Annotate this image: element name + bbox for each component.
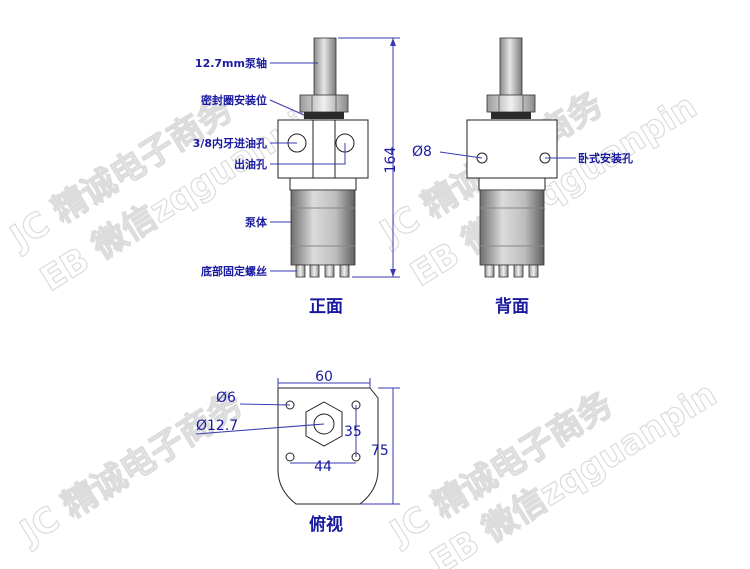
callout-body: 泵体: [245, 215, 268, 229]
back-nut: [486, 94, 536, 113]
callout-inlet: 3/8内牙进油孔: [193, 136, 267, 150]
callout-shaft: 12.7mm泵轴: [195, 56, 267, 70]
dim-depth-75: 75: [371, 443, 389, 459]
dim-hole-dia: Ø6: [216, 390, 236, 406]
dim-pitch-horizontal: 44: [314, 459, 332, 475]
front-pump-body: [290, 189, 356, 266]
top-caption: 俯视: [309, 514, 343, 535]
dim-back-hole: Ø8: [412, 144, 432, 160]
back-caption: 背面: [495, 296, 529, 317]
back-seal: [491, 112, 531, 119]
callout-outlet: 出油孔: [234, 157, 267, 171]
back-block: [466, 119, 558, 179]
front-nut: [299, 94, 349, 113]
front-seal: [304, 112, 344, 119]
front-shaft: [313, 37, 337, 97]
back-shaft: [499, 37, 523, 97]
top-hole-bl: [285, 452, 295, 462]
front-height-dimension: 164: [338, 37, 400, 278]
front-caption: 正面: [309, 297, 343, 317]
back-view: Ø8 卧式安装孔 背面: [412, 37, 633, 317]
back-bottom-screws: [484, 264, 539, 278]
callout-seal: 密封圈安装位: [201, 93, 267, 107]
dim-width-60: 60: [315, 369, 333, 385]
watermark-line1-c: JC 精诚电子商务: [12, 384, 250, 553]
dim-bore-dia: Ø12.7: [196, 418, 238, 434]
back-pump-body: [479, 189, 545, 266]
front-view: 12.7mm泵轴 密封圈安装位 3/8内牙进油孔 出油孔 泵体 底部固定螺丝 1…: [193, 37, 400, 317]
callout-horizontal-mount: 卧式安装孔: [578, 151, 633, 165]
dim-pitch-vertical: 35: [344, 424, 362, 440]
callout-bottom-screw: 底部固定螺丝: [201, 264, 267, 278]
dim-height-164: 164: [383, 147, 399, 174]
front-bottom-screws: [295, 264, 350, 278]
top-view: 60 Ø6 Ø12.7 35 44 75 俯视: [195, 369, 400, 535]
